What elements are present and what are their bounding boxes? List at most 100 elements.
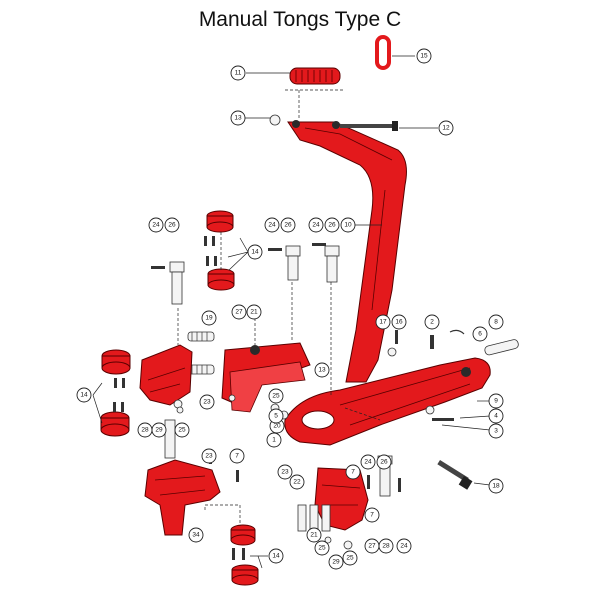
callout-26-c: 26 (324, 217, 340, 233)
callout-24-e: 24 (396, 538, 412, 554)
svg-text:12: 12 (442, 125, 450, 132)
svg-text:10: 10 (344, 222, 352, 229)
die-block-part-14-left-top (101, 349, 131, 375)
spring-part-19 (187, 331, 215, 375)
die-block-part-14-bottom-low (231, 564, 259, 586)
svg-text:23: 23 (281, 469, 289, 476)
callout-14-top: 14 (247, 244, 263, 260)
callout-26-a: 26 (164, 217, 180, 233)
callout-5: 5 (268, 408, 284, 424)
callout-24-c: 24 (308, 217, 324, 233)
chain-link-part-15 (375, 35, 391, 70)
callout-18: 18 (488, 478, 504, 494)
callout-4: 4 (488, 408, 504, 424)
svg-text:9: 9 (494, 398, 498, 405)
callout-19: 19 (201, 310, 217, 326)
callout-12: 12 (438, 120, 454, 136)
pin-part-8 (484, 339, 519, 356)
callout-27-a: 27 (231, 304, 247, 320)
svg-text:27: 27 (235, 309, 243, 316)
hinge-pin-part-26-c (324, 245, 340, 283)
leader-lines (92, 55, 491, 569)
svg-text:26: 26 (328, 222, 336, 229)
svg-text:18: 18 (492, 483, 500, 490)
callout-1: 1 (266, 432, 282, 448)
lower-jaw-body (144, 459, 221, 536)
callout-24-d: 24 (360, 454, 376, 470)
callout-22: 22 (289, 474, 305, 490)
screws (113, 236, 465, 560)
svg-text:1: 1 (272, 437, 276, 444)
callout-25-c: 25 (314, 540, 330, 556)
left-jaw-body (139, 344, 193, 409)
callout-16: 16 (391, 314, 407, 330)
svg-text:2: 2 (430, 319, 434, 326)
callout-17: 17 (375, 314, 391, 330)
bolt-part-18 (437, 460, 473, 490)
callout-11: 11 (230, 65, 246, 81)
svg-text:23: 23 (203, 399, 211, 406)
svg-text:29: 29 (332, 559, 340, 566)
pin-part-12 (340, 121, 398, 131)
callout-2: 2 (424, 314, 440, 330)
callout-24-a: 24 (148, 217, 164, 233)
svg-text:24: 24 (364, 459, 372, 466)
callout-28-b: 28 (378, 538, 394, 554)
stud-part-22 (297, 504, 331, 532)
callout-21-b: 21 (306, 527, 322, 543)
svg-text:8: 8 (494, 319, 498, 326)
svg-text:34: 34 (192, 532, 200, 539)
svg-text:14: 14 (80, 392, 88, 399)
callout-26-d: 26 (376, 454, 392, 470)
svg-text:11: 11 (235, 70, 242, 77)
diagram-title: Manual Tongs Type C (198, 8, 402, 31)
callout-7-a: 7 (229, 448, 245, 464)
callout-25-a: 25 (268, 388, 284, 404)
callout-23-a: 23 (199, 394, 215, 410)
svg-text:25: 25 (272, 393, 280, 400)
svg-text:27: 27 (368, 543, 376, 550)
die-block-part-14-mid (207, 268, 235, 291)
callout-23-c: 23 (277, 464, 293, 480)
svg-text:23: 23 (205, 453, 213, 460)
callout-29-a: 29 (151, 422, 167, 438)
svg-text:24: 24 (268, 222, 276, 229)
svg-text:3: 3 (494, 428, 498, 435)
svg-text:25: 25 (346, 555, 354, 562)
callout-13-b: 13 (314, 362, 330, 378)
svg-text:24: 24 (152, 222, 160, 229)
callout-15: 15 (416, 48, 432, 64)
callout-21: 21 (246, 304, 262, 320)
svg-text:15: 15 (420, 53, 428, 60)
lever-arm-part-1 (284, 357, 491, 446)
svg-text:29: 29 (155, 427, 163, 434)
callout-7-c: 7 (364, 507, 380, 523)
svg-text:13: 13 (234, 115, 242, 122)
callout-24-b: 24 (264, 217, 280, 233)
svg-text:14: 14 (272, 553, 280, 560)
svg-text:28: 28 (382, 543, 390, 550)
hinge-pin-part-26-b (285, 245, 301, 281)
svg-text:7: 7 (351, 469, 355, 476)
svg-text:7: 7 (370, 512, 374, 519)
die-block-part-14-bottom-top (230, 524, 256, 546)
callout-10: 10 (340, 217, 356, 233)
svg-text:4: 4 (494, 413, 498, 420)
callout-25-d: 25 (342, 550, 358, 566)
svg-text:20: 20 (273, 423, 281, 430)
svg-text:28: 28 (141, 427, 149, 434)
callout-26-b: 26 (280, 217, 296, 233)
svg-text:13: 13 (318, 367, 326, 374)
callout-25-b: 25 (174, 422, 190, 438)
svg-text:26: 26 (380, 459, 388, 466)
callout-14-left: 14 (76, 387, 92, 403)
svg-text:7: 7 (235, 453, 239, 460)
hinge-pin-part-26-a (169, 261, 185, 305)
callout-7-b: 7 (345, 464, 361, 480)
svg-text:17: 17 (379, 319, 387, 326)
svg-text:26: 26 (168, 222, 176, 229)
callout-34: 34 (188, 527, 204, 543)
svg-text:6: 6 (478, 331, 482, 338)
die-block-part-14-top (206, 210, 234, 233)
